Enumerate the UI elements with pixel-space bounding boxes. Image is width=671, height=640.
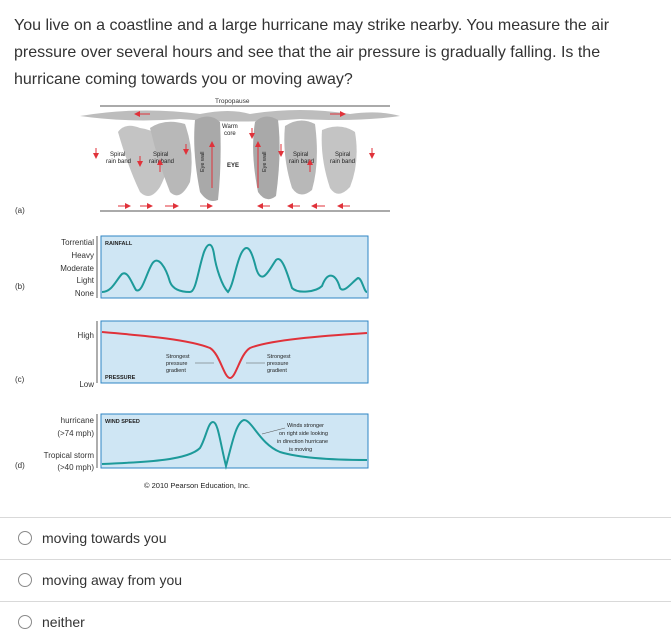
wind-note-1: Winds stronger xyxy=(287,423,324,429)
option-divider xyxy=(0,601,671,602)
spiral-label-ri-2: rain band xyxy=(289,159,314,165)
outflow-cloud xyxy=(80,110,400,122)
question-text: You live on a coastline and a large hurr… xyxy=(14,17,610,88)
right-eye-wall-cloud xyxy=(253,116,280,200)
panel-b-label: (b) xyxy=(15,282,25,291)
pressure-note-right-3: gradient xyxy=(267,368,287,374)
eye-wall-label-right: Eye wall xyxy=(262,152,268,172)
option-divider xyxy=(0,517,671,518)
wind-level-hurricane-2: (>74 mph) xyxy=(57,429,94,438)
option-label: moving towards you xyxy=(42,530,167,546)
wind-level-hurricane-1: hurricane xyxy=(61,416,95,425)
panel-c-pressure: (c) High Low PRESSURE Strongest pressure… xyxy=(15,320,369,389)
panel-d-wind-speed: (d) WIND SPEED hurricane (>74 mph) Tropi… xyxy=(15,413,369,472)
option-label: moving away from you xyxy=(42,572,183,588)
radio-moving-towards[interactable] xyxy=(18,531,32,545)
right-inner-tower xyxy=(284,120,317,195)
rain-level-torrential: Torrential xyxy=(61,238,94,247)
spiral-label-li-2: rain band xyxy=(149,159,174,165)
warm-core-label-1: Warm xyxy=(222,124,238,130)
copyright: © 2010 Pearson Education, Inc. xyxy=(144,481,250,490)
option-moving-away[interactable]: moving away from you xyxy=(18,569,182,591)
spiral-label-lo-2: rain band xyxy=(106,159,131,165)
option-neither[interactable]: neither xyxy=(18,611,85,633)
rain-level-heavy: Heavy xyxy=(71,251,94,260)
tropopause-label: Tropopause xyxy=(215,98,250,105)
spiral-label-li-1: Spiral xyxy=(153,152,168,158)
pressure-high: High xyxy=(78,331,94,340)
pressure-curve xyxy=(101,331,368,380)
option-label: neither xyxy=(42,614,85,630)
radio-moving-away[interactable] xyxy=(18,573,32,587)
wind-curve xyxy=(101,418,368,470)
panel-a-cross-section: (a) Tropopause EYE Warm core Eye wall Ey… xyxy=(15,98,400,215)
pressure-note-right-1: Strongest xyxy=(267,354,291,360)
pressure-note-left-2: pressure xyxy=(166,361,187,367)
pressure-note-right-2: pressure xyxy=(267,361,288,367)
hurricane-diagram: (a) Tropopause EYE Warm core Eye wall Ey… xyxy=(15,98,400,490)
rain-level-none: None xyxy=(75,289,95,298)
rainfall-title: RAINFALL xyxy=(105,241,133,247)
right-outer-tower xyxy=(321,126,357,194)
rainfall-curve xyxy=(101,243,368,294)
wind-level-storm-1: Tropical storm xyxy=(44,451,95,460)
panel-d-label: (d) xyxy=(15,461,25,470)
panel-c-label: (c) xyxy=(15,375,25,384)
panel-b-rainfall: (b) RAINFALL Torrential Heavy Moderate L… xyxy=(15,235,369,299)
wind-level-storm-2: (>40 mph) xyxy=(57,463,94,472)
radio-neither[interactable] xyxy=(18,615,32,629)
wind-title: WIND SPEED xyxy=(105,419,140,425)
pressure-note-left-1: Strongest xyxy=(166,354,190,360)
spiral-label-ri-1: Spiral xyxy=(293,152,308,158)
wind-note-2: on right side looking xyxy=(279,431,328,437)
rain-level-light: Light xyxy=(77,276,95,285)
option-divider xyxy=(0,559,671,560)
rain-level-moderate: Moderate xyxy=(60,264,94,273)
spiral-label-lo-1: Spiral xyxy=(110,152,125,158)
panel-a-label: (a) xyxy=(15,206,25,215)
left-eye-wall-cloud xyxy=(194,116,221,201)
left-inner-tower xyxy=(150,121,192,196)
wind-note-4: is moving xyxy=(289,447,312,453)
hurricane-figure: (a) Tropopause EYE Warm core Eye wall Ey… xyxy=(0,92,671,502)
pressure-title: PRESSURE xyxy=(105,375,136,381)
option-moving-towards[interactable]: moving towards you xyxy=(18,527,167,549)
rainfall-panel-bg xyxy=(100,235,369,299)
pressure-note-left-3: gradient xyxy=(166,368,186,374)
warm-core-label-2: core xyxy=(224,131,236,137)
wind-note-3: in direction hurricane xyxy=(277,439,328,445)
pressure-low: Low xyxy=(79,380,94,389)
spiral-label-ro-1: Spiral xyxy=(335,152,350,158)
flow-arrows xyxy=(93,111,375,209)
spiral-label-ro-2: rain band xyxy=(330,159,355,165)
eye-wall-label-left: Eye wall xyxy=(200,152,206,172)
eye-label: EYE xyxy=(227,163,239,169)
